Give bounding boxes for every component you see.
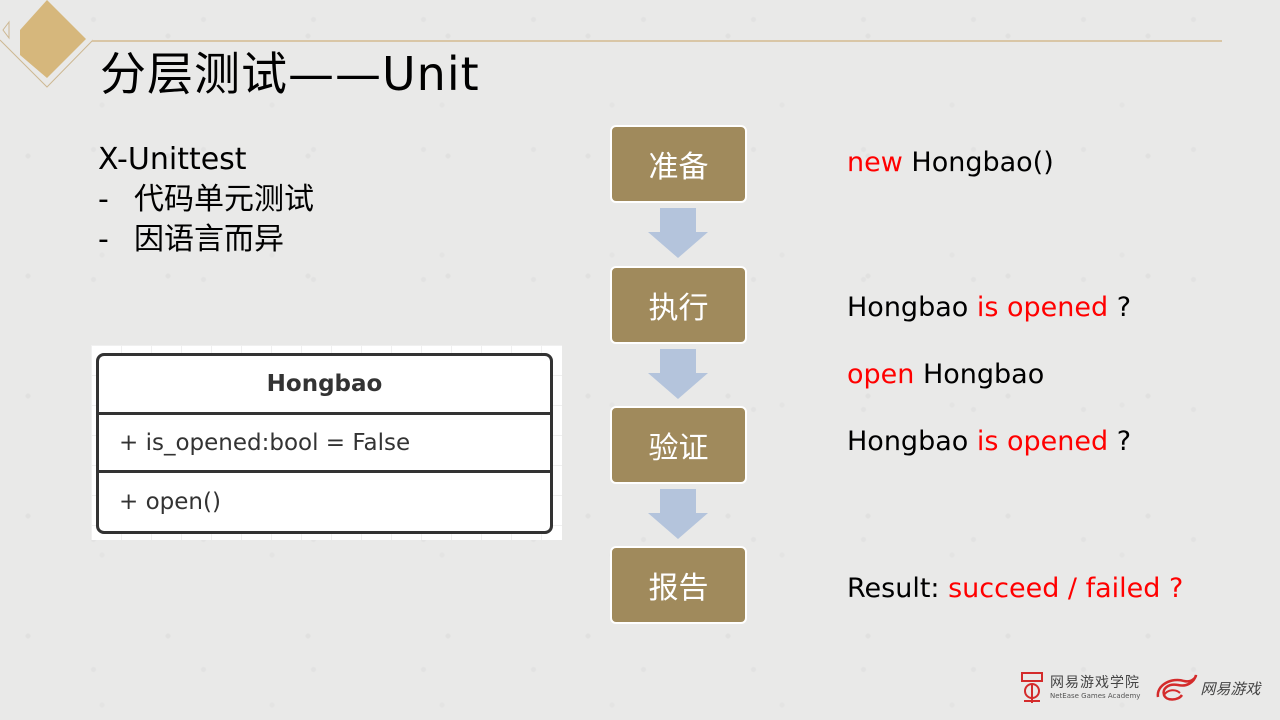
- desc-prepare: new Hongbao(): [847, 146, 1054, 180]
- uml-class-box: Hongbao + is_opened:bool = False + open(…: [96, 353, 553, 534]
- title-divider-line: [92, 40, 1222, 42]
- list-item-text: 代码单元测试: [134, 182, 314, 217]
- desc-text: Hongbao: [847, 292, 977, 323]
- academy-name-cn: 网易游戏学院: [1050, 675, 1140, 691]
- uml-class-diagram: Hongbao + is_opened:bool = False + open(…: [91, 345, 562, 540]
- keyword: new: [847, 147, 903, 178]
- step-execute: 执行: [610, 266, 747, 344]
- netease-games-logo: 网易游戏: [1154, 673, 1260, 703]
- list-item: - 代码单元测试: [98, 180, 314, 220]
- desc-text: Result:: [847, 573, 949, 604]
- page-title: 分层测试——Unit: [100, 47, 480, 101]
- footer-logos: 网易游戏学院 NetEase Games Academy 网易游戏: [1020, 668, 1260, 708]
- desc-report: Result: succeed / failed ?: [847, 572, 1183, 606]
- keyword: is opened: [976, 292, 1109, 323]
- desc-text: Hongbao(): [902, 147, 1054, 178]
- list-heading: X-Unittest: [98, 142, 247, 177]
- list-item: - 因语言而异: [98, 220, 314, 260]
- diamond-decoration-icon: [0, 0, 94, 88]
- desc-execute-check: Hongbao is opened ?: [847, 291, 1131, 325]
- netease-games-name: 网易游戏: [1200, 679, 1261, 698]
- arrow-down-icon: [648, 489, 708, 539]
- arrow-down-icon: [648, 349, 708, 399]
- list-item-text: 因语言而异: [134, 222, 284, 257]
- desc-verify: Hongbao is opened ?: [847, 425, 1131, 459]
- desc-execute-action: open Hongbao: [847, 358, 1044, 392]
- keyword: open: [847, 359, 915, 390]
- uml-method: + open(): [119, 489, 221, 515]
- academy-logo: 网易游戏学院 NetEase Games Academy: [1020, 671, 1140, 705]
- desc-text: Hongbao: [847, 426, 977, 457]
- list-bullet: -: [98, 182, 109, 217]
- arrow-down-icon: [648, 208, 708, 258]
- keyword: is opened: [976, 426, 1109, 457]
- academy-name-en: NetEase Games Academy: [1050, 692, 1141, 700]
- step-verify: 验证: [610, 406, 747, 484]
- framework-list: X-Unittest - 代码单元测试 - 因语言而异: [98, 140, 314, 260]
- list-bullet: -: [98, 222, 109, 257]
- desc-text: ?: [1108, 426, 1132, 457]
- netease-swirl-icon: [1157, 674, 1198, 701]
- keyword: succeed / failed ?: [948, 573, 1184, 604]
- step-report: 报告: [610, 546, 747, 624]
- step-prepare: 准备: [610, 125, 747, 203]
- academy-seal-icon: [1021, 672, 1043, 703]
- desc-text: Hongbao: [914, 359, 1045, 390]
- uml-attribute: + is_opened:bool = False: [99, 415, 550, 473]
- uml-class-name: Hongbao: [99, 356, 550, 415]
- desc-text: ?: [1108, 292, 1132, 323]
